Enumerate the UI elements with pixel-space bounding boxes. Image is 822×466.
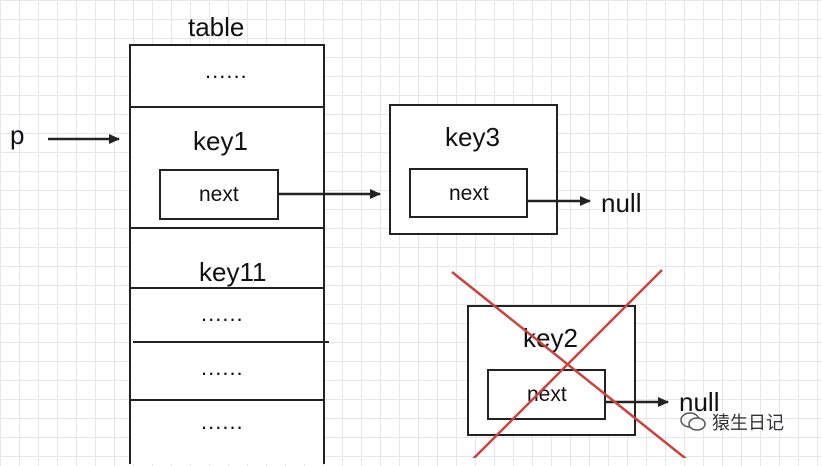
table-cell-4-label: ...... (201, 355, 244, 380)
key3-null-label: null (601, 188, 642, 218)
key2-label: key2 (523, 323, 578, 353)
key3-label: key3 (445, 122, 500, 152)
key2-node: key2 next (467, 305, 636, 436)
delete-cross-stroke-2 (472, 269, 663, 458)
key2-null-label: null (679, 387, 720, 417)
watermark: 猿生日记 (680, 410, 784, 434)
key1-next-label: next (199, 183, 239, 206)
key3-next-box: next (409, 168, 528, 218)
table-cell-key11-label: key11 (199, 257, 267, 287)
table-cell-key11: key11 (131, 229, 323, 289)
pointer-label: p (10, 120, 25, 150)
key1-next-box: next (159, 169, 279, 220)
key3-next-label: next (449, 182, 489, 205)
table-title: table (188, 12, 245, 42)
watermark-label: 猿生日记 (712, 413, 784, 433)
wechat-icon (680, 412, 706, 432)
table-cell-0-label: ...... (205, 58, 248, 83)
table-cell-key1: key1 next (131, 108, 323, 229)
key2-next-label: next (527, 383, 567, 406)
table-cell-5-label: ...... (201, 409, 244, 434)
table-cell-5: ...... (131, 399, 323, 466)
table-cell-key1-label: key1 (193, 126, 248, 156)
delete-cross-stroke-1 (451, 271, 687, 458)
table-cell-0: ...... (131, 46, 323, 108)
table-cell-3: ...... ...... (131, 289, 323, 399)
hash-table: ...... key1 next key11 ...... ...... ...… (129, 44, 325, 464)
key3-node: key3 next (389, 104, 558, 235)
table-cell-3-label: ...... (201, 301, 244, 326)
key2-next-box: next (487, 369, 606, 420)
